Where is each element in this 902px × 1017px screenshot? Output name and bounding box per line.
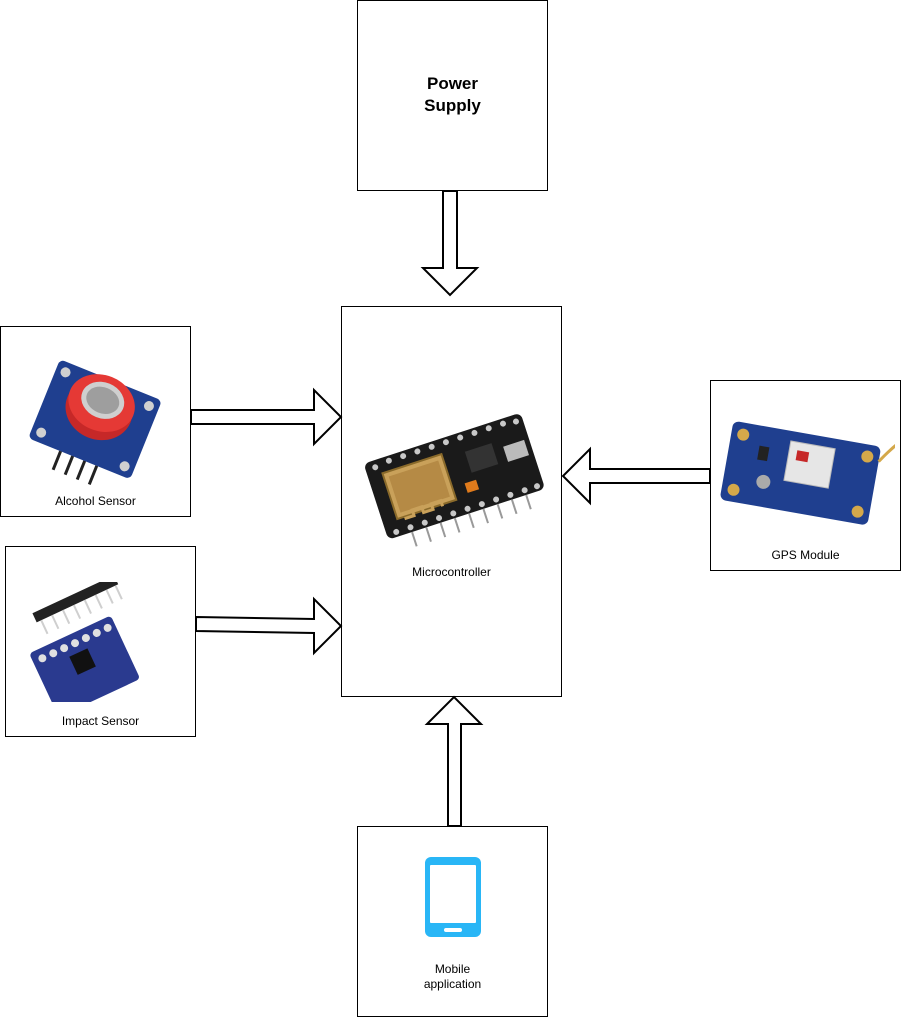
microcontroller-label: Microcontroller: [412, 565, 491, 579]
microcontroller-box: Microcontroller: [341, 306, 562, 697]
smartphone-icon: [425, 857, 481, 937]
mq3-sensor-icon: [29, 360, 161, 485]
gps-board-icon: [720, 421, 895, 525]
alcohol-sensor-label: Alcohol Sensor: [55, 494, 136, 508]
gps-module-box: GPS Module: [710, 380, 901, 571]
impact-sensor-box: Impact Sensor: [5, 546, 196, 737]
mobile-app-label: Mobile application: [423, 962, 482, 991]
power-supply-label: Power Supply: [424, 74, 481, 115]
nodemcu-board-icon: [365, 414, 544, 547]
impact-sensor-label: Impact Sensor: [61, 714, 140, 728]
gps-module-label: GPS Module: [771, 548, 840, 562]
mobile-app-box: Mobile application: [357, 826, 548, 1017]
power-supply-box: Power Supply: [357, 0, 548, 191]
accelerometer-module-icon: [30, 582, 139, 702]
